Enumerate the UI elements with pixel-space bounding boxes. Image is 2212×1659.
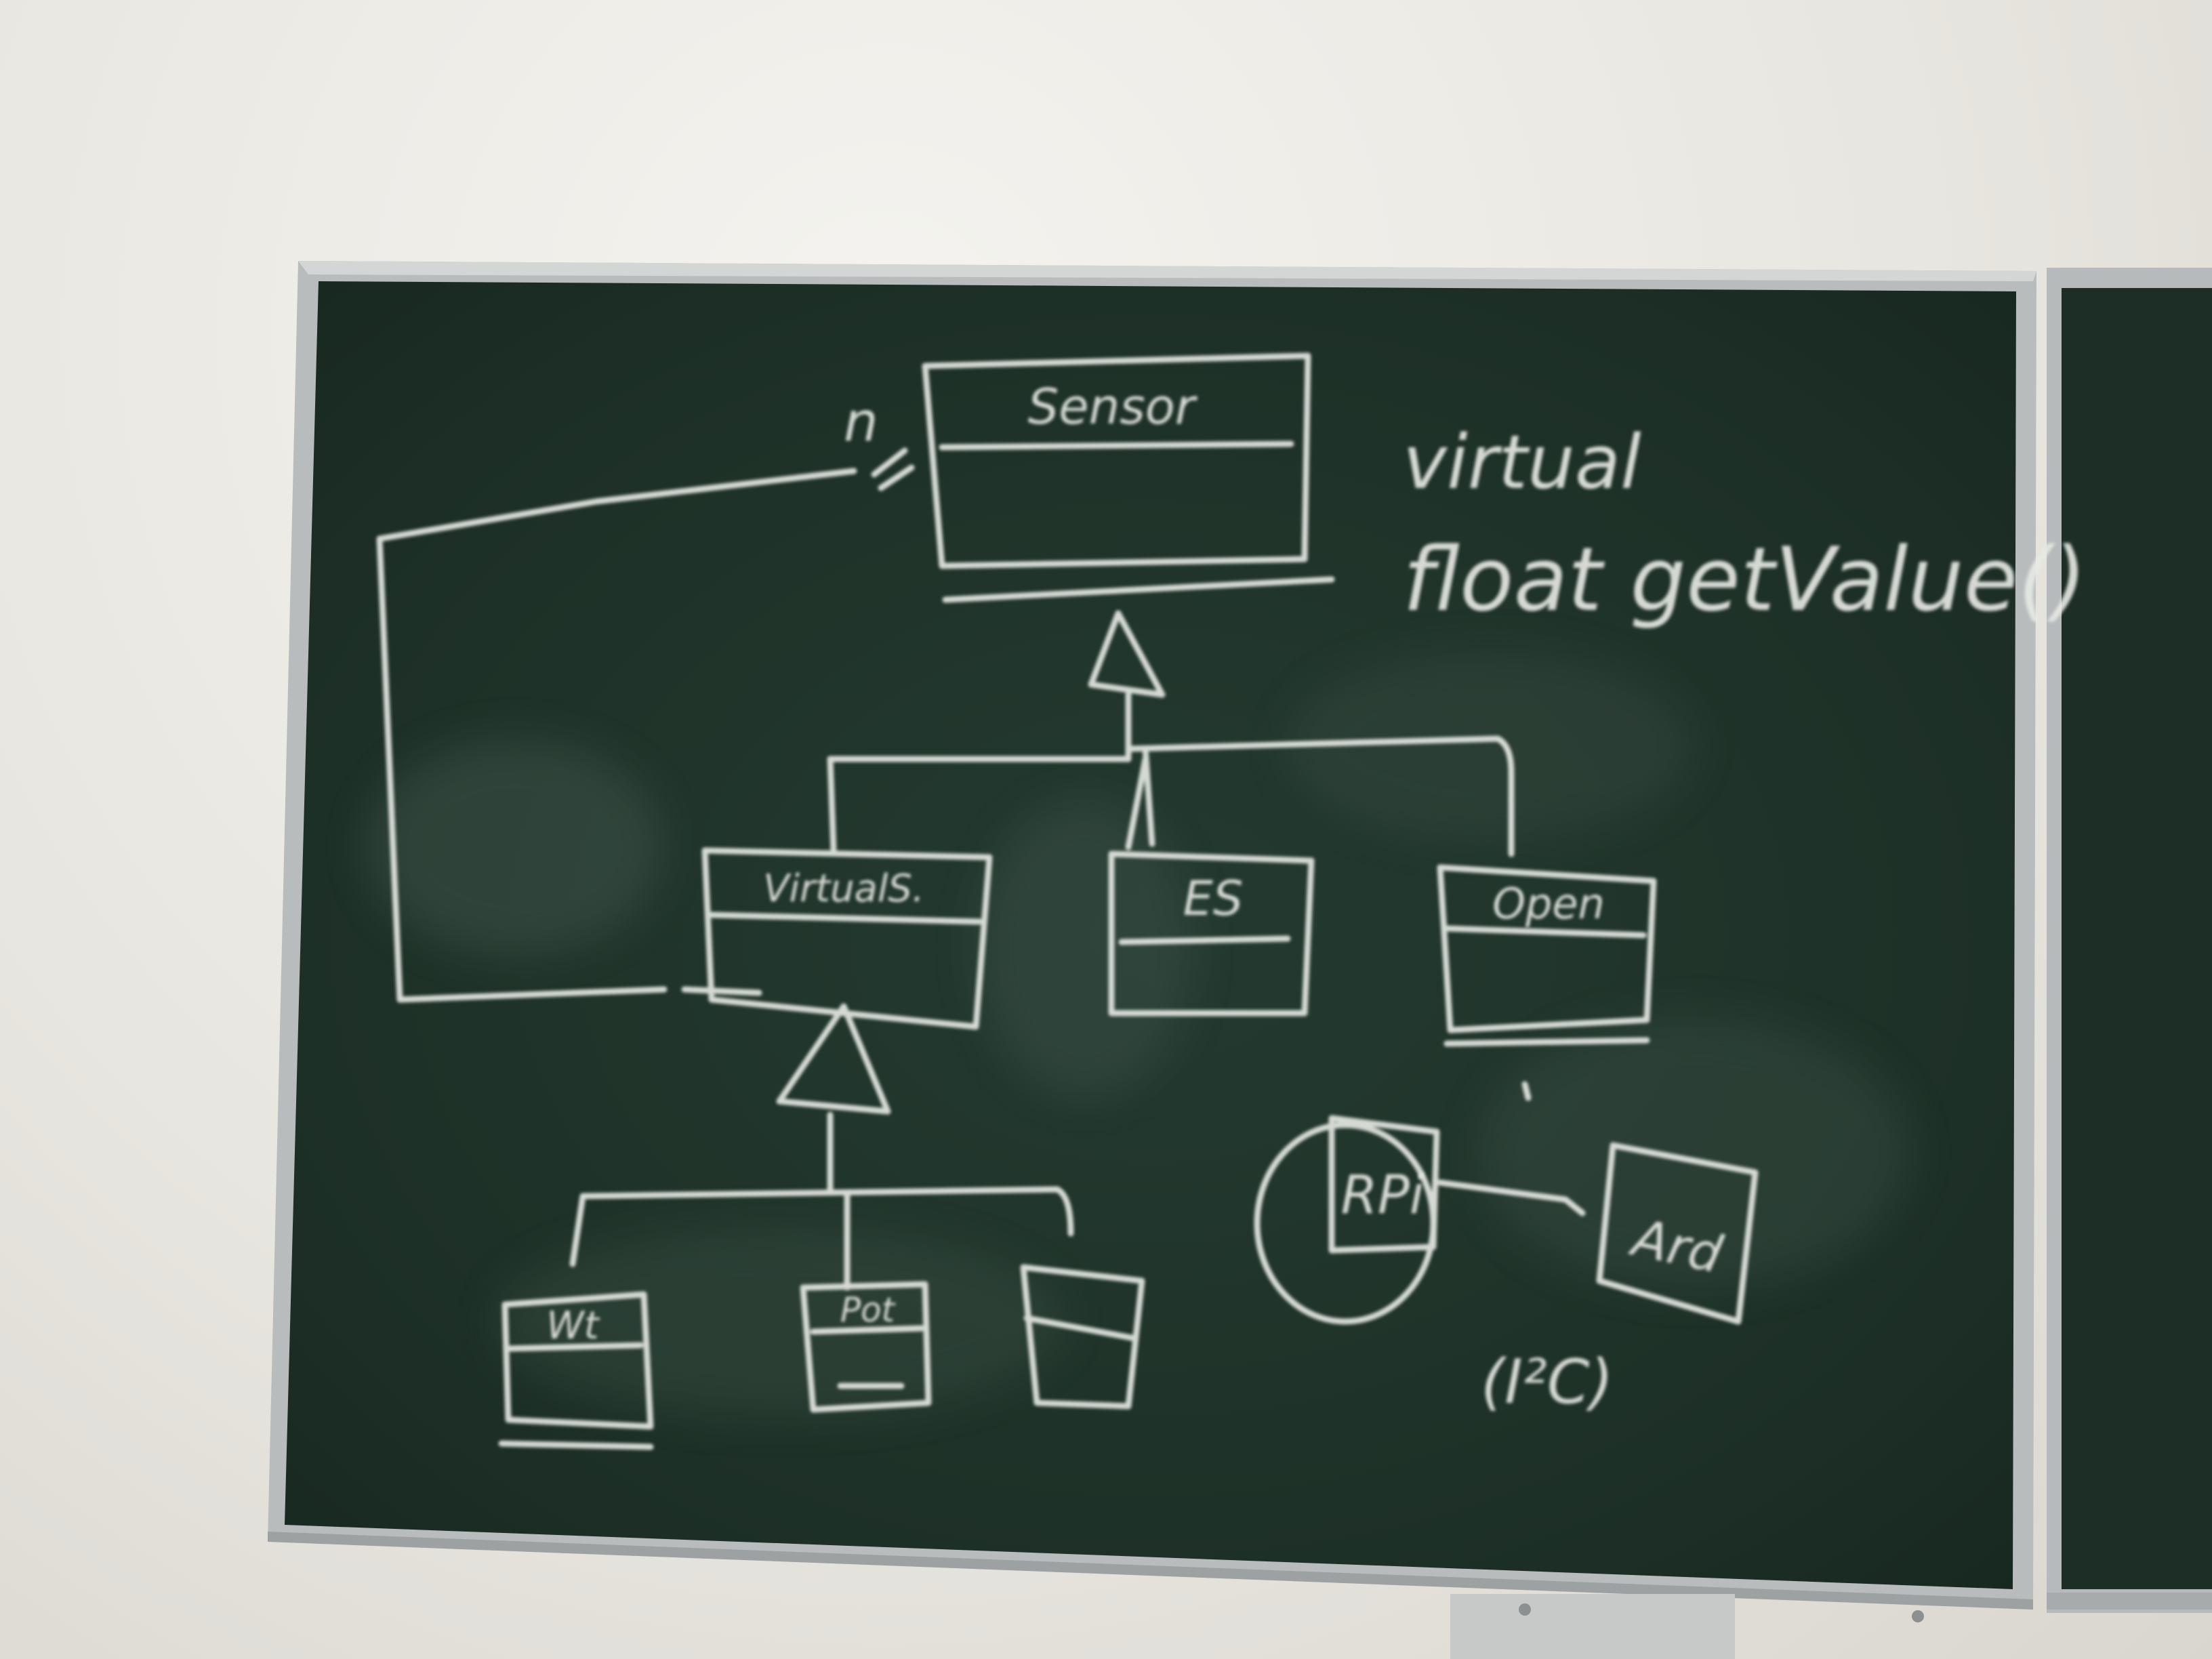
class-name-wt: Wt [546,1304,600,1348]
class-box-open [1437,864,1657,1047]
screw-icon [1912,1610,1924,1622]
inheritance-tree [827,735,1515,857]
class-name-pot: Pot [840,1290,897,1330]
connection-line [1437,1179,1586,1216]
class-name-virtuals: VirtualS. [763,867,924,911]
screw-icon [1519,1603,1531,1616]
device-ard [1596,1142,1759,1325]
class-box-unnamed [1020,1264,1145,1410]
bus-label: (I²C) [1481,1347,1614,1418]
class-box-virtuals [701,847,993,1030]
class-name-sensor: Sensor [1028,378,1198,435]
right-board [2047,268,2212,1613]
chalk-smudges [366,651,1911,1416]
generalization-arrow [1088,610,1166,698]
chalk-labels: Sensor n virtual float getValue() Virtua… [546,378,2087,1418]
class-box-wt [498,1291,654,1450]
note-get-value: float getValue() [1403,528,2087,631]
multiplicity-mark [871,447,915,491]
class-box-es [1108,851,1315,1017]
device-rpi [1254,1115,1440,1325]
connection-dot [1521,1081,1532,1101]
multiplicity-label: n [844,390,878,453]
class-box-sensor [922,352,1335,603]
class-box-pot [800,1281,932,1413]
note-virtual: virtual [1403,419,1641,506]
generalization-arrow [776,1003,891,1115]
association-line [376,468,857,1003]
class-name-open: Open [1492,879,1605,928]
class-name-es: ES [1183,871,1244,926]
uml-diagram [376,352,1759,1450]
inheritance-tree-2 [569,1186,1074,1291]
device-label-rpi: RPi [1341,1165,1425,1226]
mounting-bracket [1450,1594,1924,1659]
